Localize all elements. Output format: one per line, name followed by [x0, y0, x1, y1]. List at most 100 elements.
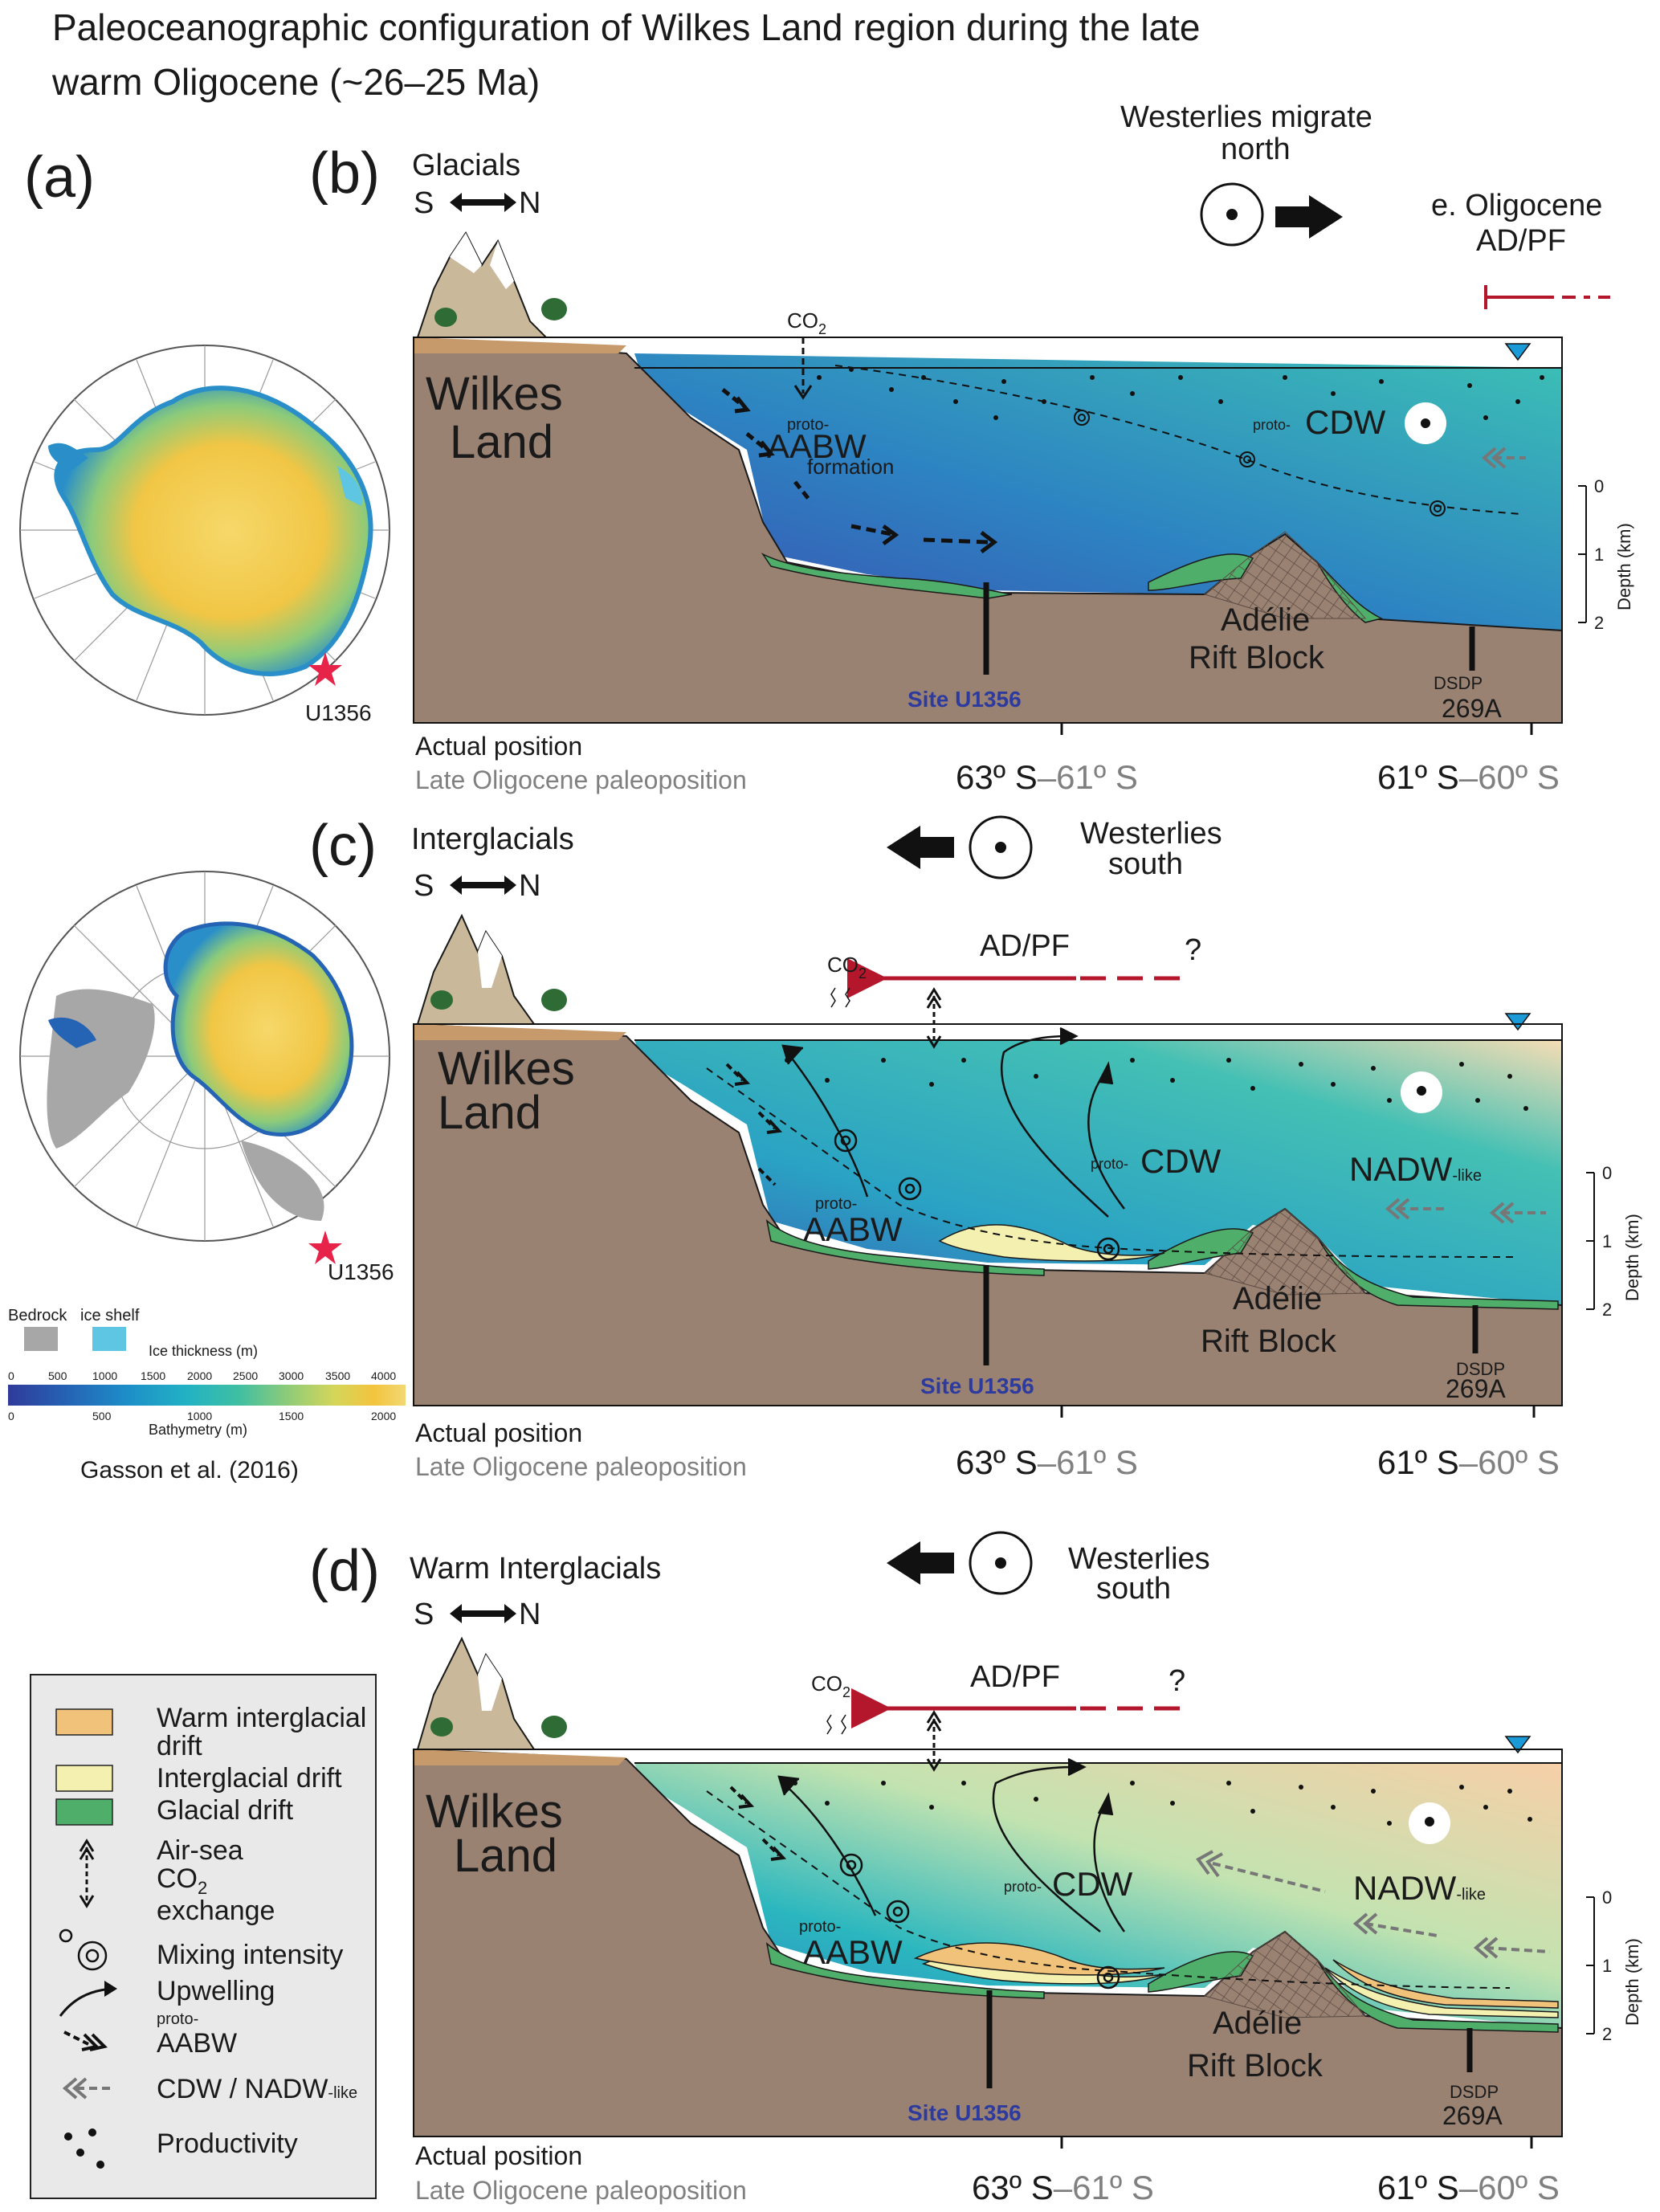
svg-text:3500: 3500 [325, 1369, 350, 1382]
land-c-line1: Wilkes [438, 1043, 575, 1095]
arrow-south-icon-d [887, 1541, 954, 1585]
proto-aabw-small-c: proto- [815, 1195, 857, 1213]
panel-d: (d) Warm Interglacials S N Westerlies so… [309, 1531, 1642, 2206]
svg-text:2: 2 [1602, 1300, 1612, 1320]
legend-mixing: Mixing intensity [157, 1940, 343, 1970]
legend-ice-title: Ice thickness (m) [149, 1343, 258, 1359]
svg-text:1500: 1500 [279, 1410, 304, 1422]
map-site-label-2: U1356 [328, 1259, 394, 1284]
cdw-label-c: CDW [1140, 1142, 1222, 1180]
panel-b: (b) Glacials S N Westerlies migrate nort… [309, 100, 1634, 796]
mixing-spirals-c [834, 1128, 1120, 1261]
cdw-label-b: CDW [1305, 403, 1386, 441]
depth-scale-c: 0 1 2 Depth (km) [1586, 1163, 1642, 1320]
svg-text:0: 0 [1602, 1163, 1612, 1183]
lat2-d: 61º S–60º S [1377, 2169, 1560, 2206]
land-b-line1: Wilkes [426, 368, 563, 420]
compass-s-c: S [414, 869, 434, 903]
svg-text:1000: 1000 [187, 1410, 212, 1422]
legend-upwelling: Upwelling [157, 1976, 275, 2006]
svg-text:2500: 2500 [233, 1369, 258, 1382]
aabw-label-d: AABW [803, 1933, 903, 1971]
rift-label-c-2: Rift Block [1201, 1324, 1337, 1359]
sea-level-icon-c [1504, 1013, 1532, 1031]
svg-text:500: 500 [48, 1369, 67, 1382]
productivity-dots-c [785, 1058, 1528, 1111]
svg-text:1: 1 [1602, 1231, 1612, 1251]
rift-block-d [1203, 1931, 1367, 2018]
svg-text:Depth (km): Depth (km) [1622, 1214, 1642, 1301]
proto-cdw-small-c: proto- [1091, 1156, 1128, 1172]
mixing-spirals-d [839, 1853, 1120, 1990]
cdw-isopycnal-b [834, 365, 1523, 515]
site-star-icon-a1 [308, 652, 342, 686]
proto-label-b: proto- [787, 416, 829, 434]
symbol-legend: Warm interglacial drift Interglacial dri… [30, 1674, 377, 2199]
svg-text:1: 1 [1602, 1956, 1612, 1976]
rift-label-b-1: Adélie [1221, 602, 1310, 638]
rift-label-b-2: Rift Block [1189, 640, 1325, 675]
map-citation: Gasson et al. (2016) [80, 1457, 299, 1484]
mountain-c [416, 913, 536, 1025]
dsdp-label-c-1: DSDP [1456, 1359, 1505, 1379]
legend-color-ramp [8, 1385, 406, 1406]
dsdp-label-b-2: 269A [1442, 694, 1502, 723]
co2-release-icon-d [826, 1714, 846, 1735]
compass-n-b: N [519, 186, 540, 220]
aabw-arrows-b [721, 388, 998, 553]
svg-text:2000: 2000 [371, 1410, 396, 1422]
site-star-icon-a2 [308, 1230, 342, 1264]
formation-label-b: formation [807, 455, 894, 479]
legend-swatch-interglacial-drift [55, 1765, 113, 1792]
svg-text:2: 2 [1594, 613, 1604, 633]
antarctica-map-glacial: U1356 [19, 345, 390, 725]
westerlies-d-line1: Westerlies [1068, 1542, 1210, 1576]
nadw-label-d: NADW-like [1353, 1869, 1486, 1907]
warm-drift-d [913, 1942, 1559, 2009]
front-b-line2: AD/PF [1476, 224, 1566, 258]
svg-text:Depth (km): Depth (km) [1614, 523, 1634, 610]
legend-air-sea-icon [79, 1839, 95, 1908]
legend-swatch-glacial-drift [55, 1798, 113, 1826]
double-arrow-icon-d [450, 1604, 516, 1623]
map-site-label-1: U1356 [305, 700, 372, 725]
svg-text:500: 500 [92, 1410, 112, 1422]
svg-text:4000: 4000 [371, 1369, 396, 1382]
rift-block-c [1203, 1208, 1367, 1296]
actual-position-b: Actual position [415, 732, 582, 761]
panel-d-title: Warm Interglacials [410, 1552, 661, 1586]
legend-productivity: Productivity [157, 2128, 298, 2159]
ocean-b [634, 353, 1562, 635]
svg-text:0: 0 [1594, 476, 1604, 496]
rift-label-c-1: Adélie [1233, 1281, 1322, 1316]
legend-cdw: CDW / NADW-like [157, 2074, 357, 2104]
site-label-c: Site U1356 [920, 1373, 1034, 1398]
co2-c: CO2 [827, 953, 867, 982]
lat1-d: 63º S–61º S [972, 2169, 1154, 2206]
compass-n-d: N [519, 1598, 540, 1631]
panel-c-letter: (c) [309, 814, 377, 878]
svg-text:1000: 1000 [92, 1369, 117, 1382]
position-axis-d: Actual position Late Oligocene paleoposi… [415, 2136, 1560, 2206]
panel-c: (c) Interglacials S N Westerlies south A… [309, 814, 1642, 1481]
proto-cdw-small-d: proto- [1004, 1879, 1042, 1895]
figure-title-line2: warm Oligocene (~26–25 Ma) [51, 61, 540, 103]
land-d-line2: Land [454, 1830, 557, 1882]
legend-ice-ticks: 0 500 1000 1500 2000 2500 3000 3500 4000 [8, 1369, 396, 1382]
legend-warm-drift-2: drift [157, 1731, 202, 1761]
legend-glacial-drift: Glacial drift [157, 1795, 294, 1826]
double-arrow-icon-c [450, 875, 516, 895]
lat2-c: 61º S–60º S [1377, 1443, 1560, 1481]
compass-s-b: S [414, 186, 434, 220]
air-sea-arrow-d [926, 1710, 942, 1772]
depth-scale-b: 0 1 2 Depth (km) [1578, 476, 1634, 633]
dsdp-label-b-1: DSDP [1434, 673, 1483, 693]
section-d: Wilkes Land CO2 [413, 1636, 1563, 2137]
isopycnal-d [706, 1790, 1511, 1989]
cdw-arrow-b [1481, 447, 1526, 469]
actual-position-c: Actual position [415, 1418, 582, 1447]
rift-label-d-1: Adélie [1213, 2006, 1302, 2041]
legend-bathy-ticks: 0 500 1000 1500 2000 [8, 1410, 396, 1422]
legend-cdw-icon [62, 2077, 112, 2100]
svg-text:2000: 2000 [187, 1369, 212, 1382]
